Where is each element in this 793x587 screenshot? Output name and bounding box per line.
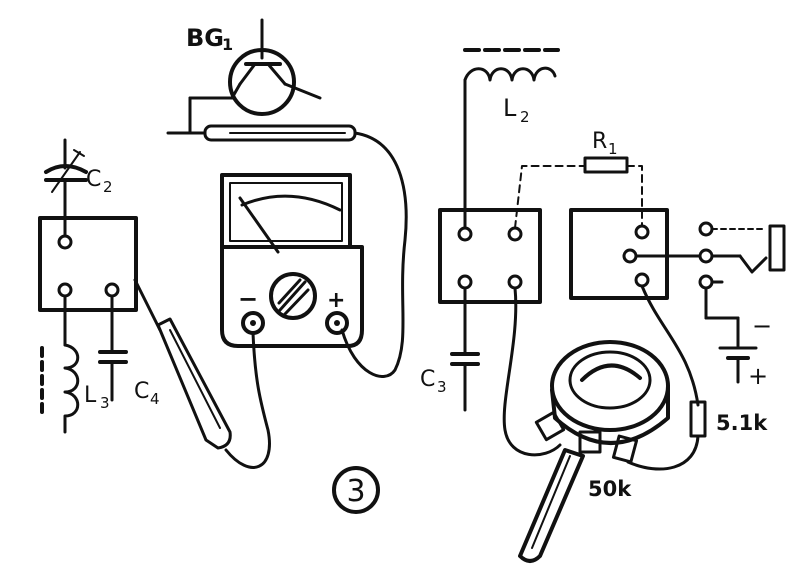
- c4-label-sub: 4: [150, 390, 160, 408]
- c2-label: C: [86, 167, 101, 192]
- pot-value-label: 50k: [588, 477, 632, 501]
- meter-plus-label: +: [327, 288, 345, 313]
- c2-label-sub: 2: [103, 178, 113, 196]
- figure-number-label: 3: [346, 474, 365, 509]
- l2-label: L: [503, 94, 517, 122]
- potentiometer-50k: 50k: [518, 340, 670, 563]
- l2-label-sub: 2: [520, 108, 530, 126]
- meter-minus-jack[interactable]: [241, 311, 265, 335]
- transistor-label: BG: [186, 24, 224, 52]
- left-coil-block: C 2 L 3 C 4: [38, 138, 160, 434]
- l3-label: L: [84, 383, 97, 408]
- battery: − +: [718, 312, 772, 390]
- resistor-value-label: 5.1k: [716, 411, 768, 435]
- output-jack-switch: [634, 221, 786, 348]
- meter-minus-label: −: [238, 285, 258, 313]
- right-coil-block: [569, 208, 700, 407]
- resistor-5k1: 5.1k: [626, 400, 768, 471]
- l2-coil: L 2: [463, 48, 560, 230]
- meter-knob-icon[interactable]: [269, 272, 317, 320]
- multimeter: − +: [220, 173, 364, 469]
- r1-label-sub: 1: [608, 140, 618, 158]
- c3-label-sub: 3: [437, 378, 447, 396]
- l3-label-sub: 3: [100, 394, 110, 412]
- c4-label: C: [134, 379, 149, 404]
- meter-needle: [238, 196, 280, 254]
- middle-coil-block: C 3: [420, 208, 562, 457]
- top-test-probe: [166, 124, 408, 378]
- meter-plus-jack[interactable]: [325, 311, 349, 335]
- left-test-probe: [133, 278, 232, 450]
- r1-label: R: [592, 129, 607, 154]
- battery-minus-label: −: [752, 312, 772, 340]
- r1-resistor: R 1: [514, 129, 643, 229]
- battery-plus-label: +: [748, 362, 768, 390]
- transistor-label-sub: 1: [222, 35, 233, 54]
- c3-label: C: [420, 367, 435, 392]
- transistor-bg1: BG 1: [186, 18, 322, 134]
- figure-number: 3: [332, 466, 380, 514]
